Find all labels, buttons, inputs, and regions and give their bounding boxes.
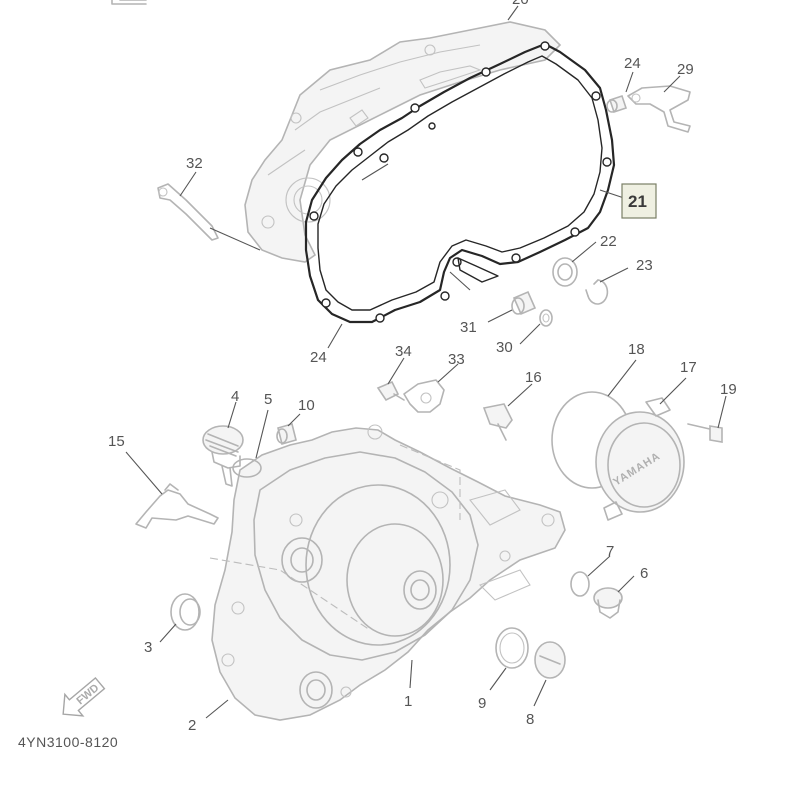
cover-17[interactable]: YAMAHA [595,397,685,521]
plug-6[interactable] [593,587,623,619]
label-part-4[interactable]: 4 [231,388,239,405]
label-part-3[interactable]: 3 [144,639,152,656]
label-part-2[interactable]: 2 [188,717,196,734]
bolt-19[interactable] [687,423,723,443]
label-part-29[interactable]: 29 [677,61,694,78]
o-ring-7[interactable] [570,571,590,597]
label-part-16[interactable]: 16 [525,369,542,386]
label-part-23[interactable]: 23 [636,257,653,274]
stud-bolt-16[interactable] [482,403,513,441]
forward-direction-arrow: FWD [62,676,106,717]
bracket-15[interactable] [135,483,219,529]
o-ring-9[interactable] [495,627,529,669]
o-ring-30[interactable] [539,309,553,327]
label-part-34[interactable]: 34 [395,343,412,360]
o-ring-5[interactable] [232,458,262,478]
label-part-22[interactable]: 22 [600,233,617,250]
label-part-10[interactable]: 10 [298,397,315,414]
label-part-19[interactable]: 19 [720,381,737,398]
oil-seal-22[interactable] [552,257,578,287]
leader-lines [125,5,727,719]
label-part-17[interactable]: 17 [680,359,697,376]
clamp-33[interactable] [403,379,445,413]
label-part-24-top[interactable]: 24 [624,55,641,72]
catalog-code: 4YN3100-8120 [18,734,118,750]
oil-seal-3[interactable] [170,593,201,631]
part-number-labels: 20 24 29 32 22 23 31 30 24 34 33 16 18 1… [108,0,737,734]
label-part-21: 21 [628,192,647,211]
label-part-31[interactable]: 31 [460,319,477,336]
label-part-6[interactable]: 6 [640,565,648,582]
label-part-1[interactable]: 1 [404,693,412,710]
dowel-pin-31[interactable] [511,290,537,316]
label-part-30[interactable]: 30 [496,339,513,356]
circlip-23[interactable] [585,279,609,305]
plate-32[interactable] [157,183,219,241]
label-part-18[interactable]: 18 [628,341,645,358]
label-part-15[interactable]: 15 [108,433,125,450]
crankcase-cover-1[interactable] [209,424,566,721]
bolt-34[interactable] [376,380,405,402]
label-part-20[interactable]: 20 [512,0,529,8]
plug-8[interactable] [534,641,566,679]
label-part-8[interactable]: 8 [526,711,534,728]
label-part-32[interactable]: 32 [186,155,203,172]
dowel-pin-24-top[interactable] [606,94,628,114]
dowel-pin-10[interactable] [276,423,297,445]
dipstick-4[interactable] [202,425,244,487]
crankcase-cover-gasket[interactable] [304,41,616,324]
label-part-24-bottom[interactable]: 24 [310,349,327,366]
label-part-7[interactable]: 7 [606,543,614,560]
bracket-29[interactable] [627,85,691,133]
label-part-5[interactable]: 5 [264,391,272,408]
label-part-33[interactable]: 33 [448,351,465,368]
crankcase-outline [111,0,562,263]
label-part-9[interactable]: 9 [478,695,486,712]
highlight-callout-21[interactable]: 21 [621,183,657,219]
